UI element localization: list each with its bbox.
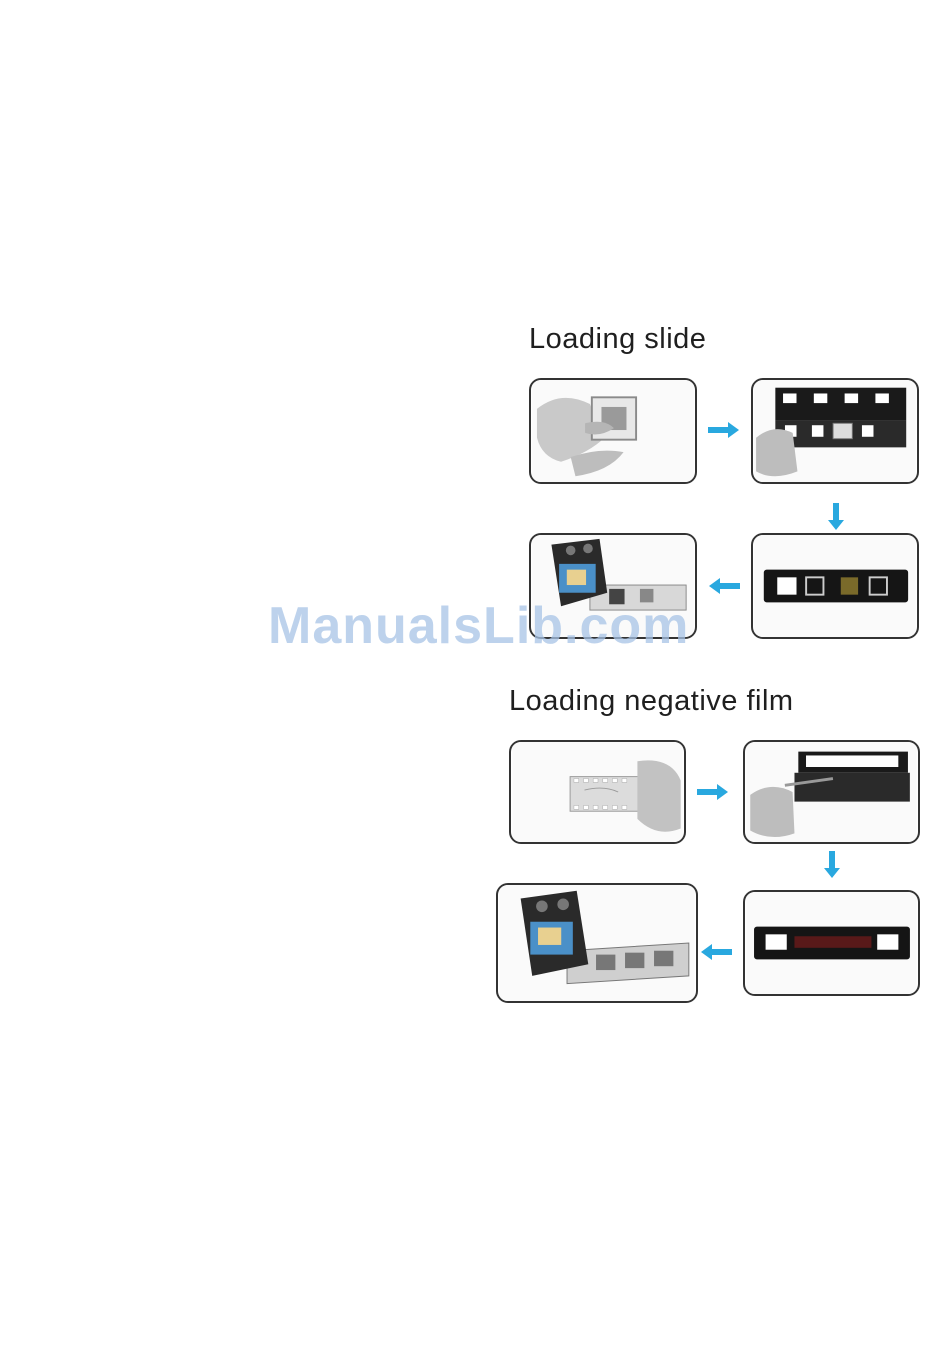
negative-step-3-image [743, 890, 920, 996]
negative-section-heading: Loading negative film [509, 685, 794, 718]
negative-step-4-image [496, 883, 698, 1003]
arrow-icon [708, 576, 740, 601]
slide-step-1-image [529, 378, 697, 484]
slide-section-heading: Loading slide [529, 323, 706, 356]
slide-step-3-image [751, 533, 919, 639]
negative-step-2-image [743, 740, 920, 844]
negative-step-1-image [509, 740, 686, 844]
arrow-icon [826, 503, 846, 536]
arrow-icon [700, 942, 732, 967]
arrow-icon [697, 782, 729, 807]
arrow-icon [822, 851, 842, 884]
watermark: ManualsLib.com [268, 596, 689, 656]
arrow-icon [708, 420, 740, 445]
slide-step-2-image [751, 378, 919, 484]
